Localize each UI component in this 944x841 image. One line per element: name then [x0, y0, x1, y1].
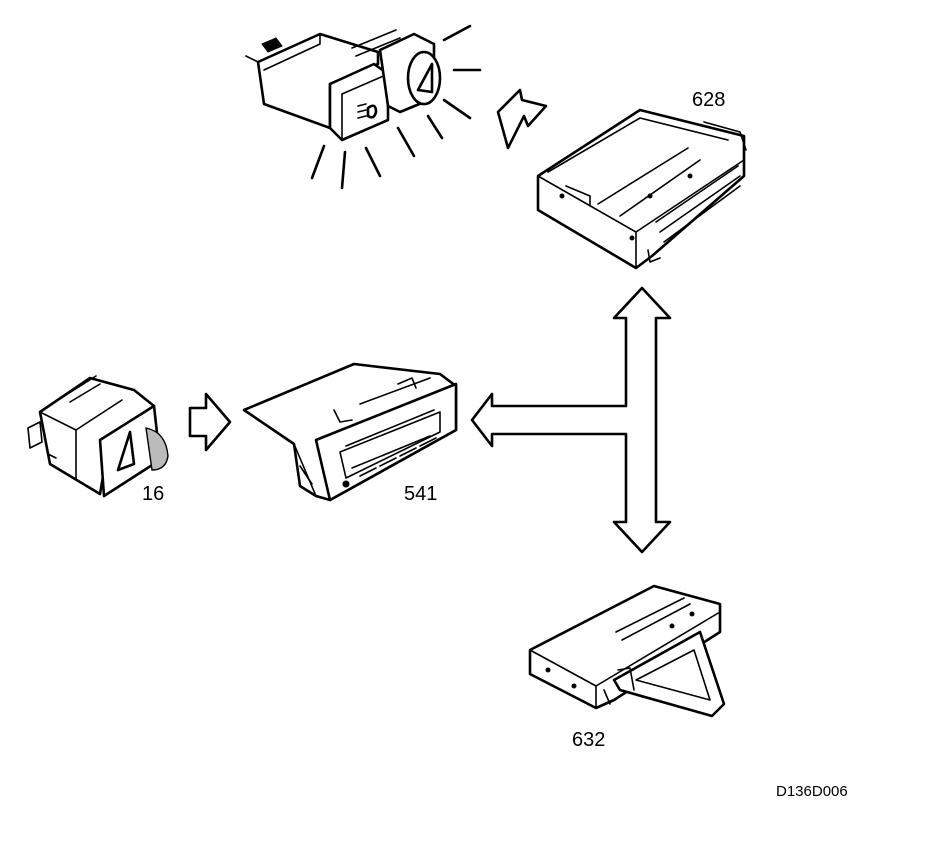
hazard-triangle-icon — [116, 430, 136, 472]
label-control-module: 628 — [692, 89, 725, 111]
light-rays — [310, 24, 482, 190]
display-unit-541 — [242, 362, 458, 502]
hazard-triangle-icon — [416, 62, 434, 94]
control-module-628 — [536, 108, 747, 270]
label-hazard-switch: 16 — [142, 483, 164, 505]
arrow-switch-to-display — [188, 392, 232, 452]
arrow-bus-connection — [470, 286, 672, 554]
lower-module-632 — [528, 584, 726, 718]
figure-code: D136D006 — [776, 783, 848, 800]
label-lower-module: 632 — [572, 729, 605, 751]
fog-lamp-icon — [357, 103, 378, 119]
label-display-unit: 541 — [404, 483, 437, 505]
arrow-module-to-lamps — [496, 88, 548, 150]
warning-lamp-switches — [245, 24, 482, 190]
hazard-switch-16 — [27, 375, 169, 498]
